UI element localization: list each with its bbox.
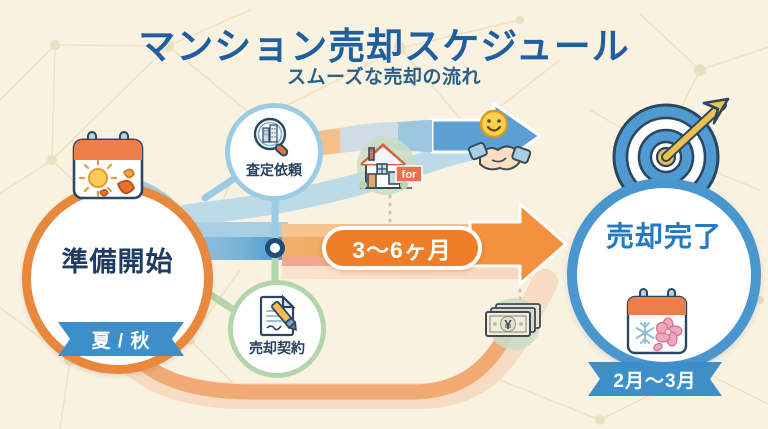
svg-text:¥: ¥ <box>504 317 512 332</box>
step-node-appraisal[interactable]: 査定依頼 <box>225 103 323 201</box>
stage-start-label: 準備開始 <box>61 247 174 277</box>
flow-junction-dot <box>265 238 285 258</box>
stage-start-ribbon-label: 夏 / 秋 <box>91 330 151 352</box>
house-for-sale-icon: for <box>346 128 432 200</box>
step-node-appraisal-label: 査定依頼 <box>246 162 302 178</box>
stage-end-ribbon: 2月〜3月 <box>588 362 722 396</box>
step-node-contract-label: 売却契約 <box>249 340 305 356</box>
duration-badge: 3〜6ヶ月 <box>322 226 482 270</box>
svg-text:for: for <box>402 169 417 181</box>
stage-start-ribbon: 夏 / 秋 <box>58 322 184 356</box>
calendar-sun-autumn-leaves-icon <box>62 128 152 208</box>
arrow-orange <box>468 202 568 286</box>
ribbon-shape <box>588 362 722 396</box>
duration-badge-label: 3〜6ヶ月 <box>352 237 452 263</box>
page-title: マンション売却スケジュール <box>138 26 630 67</box>
page-subtitle: スムーズな売却の流れ <box>286 67 482 88</box>
magnifier-building-icon <box>249 116 299 158</box>
document-pen-icon <box>253 293 301 337</box>
stage-end-label: 売却完了 <box>605 221 722 252</box>
calendar-snowflake-sakura-icon <box>618 285 696 361</box>
step-node-contract[interactable]: 売却契約 <box>228 280 326 378</box>
handshake-smile-icon <box>462 108 538 180</box>
stage-end-ribbon-label: 2月〜3月 <box>613 370 697 392</box>
yen-banknotes-icon: ¥ <box>472 290 556 354</box>
ribbon-shape <box>58 322 184 356</box>
